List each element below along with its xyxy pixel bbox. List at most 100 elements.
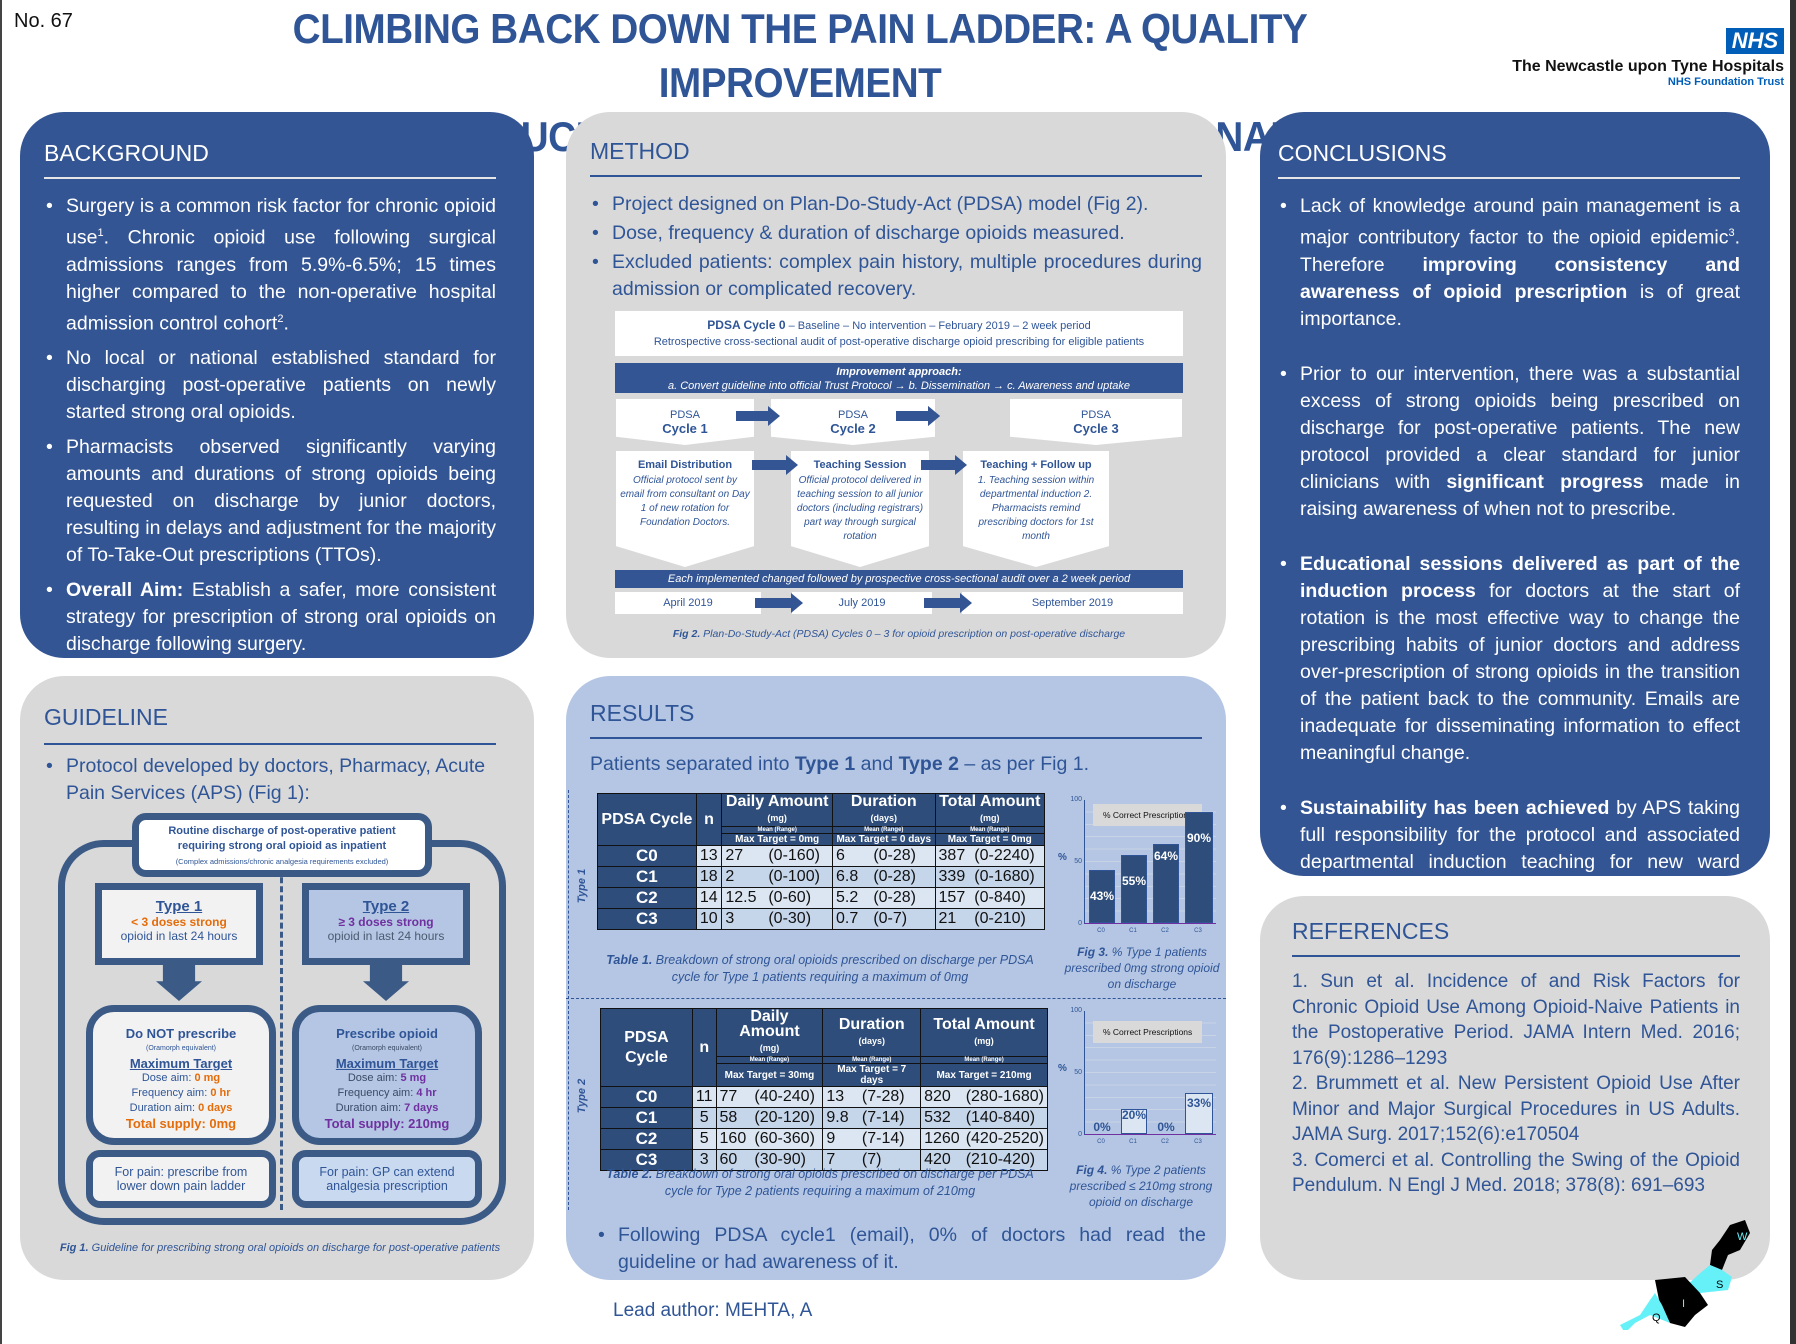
- text: Protocol developed by doctors, Pharmacy,…: [66, 755, 486, 804]
- type2-title: Type 2: [362, 898, 410, 915]
- text: Following PDSA cycle1 (email), 0% of doc…: [618, 1224, 1206, 1273]
- x-tick: C2: [1161, 928, 1169, 934]
- caption-text: Guideline for prescribing strong oral op…: [88, 1242, 501, 1254]
- guideline-heading: GUIDELINE: [44, 704, 496, 745]
- cell: C1: [600, 1107, 693, 1129]
- cell: 6: [832, 845, 871, 867]
- fig2-caption: Fig 2. Plan-Do-Study-Act (PDSA) Cycles 0…: [615, 626, 1183, 643]
- text-bold: Sustainability has been achieved: [1300, 796, 1610, 819]
- cell: 0.7: [832, 908, 871, 930]
- reference-item: 2. Brummett et al. New Persistent Opioid…: [1292, 1073, 1740, 1145]
- arrow-right-icon: [736, 406, 780, 426]
- text: Maximum Target: [335, 1056, 439, 1071]
- references-list: 1. Sun et al. Incidence of and Risk Fact…: [1292, 969, 1740, 1199]
- text: 7 days: [404, 1102, 439, 1114]
- text: Dose aim:: [141, 1072, 195, 1084]
- bar-label: 64%: [1154, 849, 1179, 864]
- x-tick: C1: [1129, 1139, 1137, 1145]
- cell: 10: [695, 908, 723, 930]
- freq-line: Frequency aim: 0 hr: [93, 1086, 269, 1101]
- method-list: Project designed on Plan-Do-Study-Act (P…: [590, 191, 1202, 303]
- dose-line: Dose aim: 5 mg: [299, 1071, 475, 1086]
- text: – Baseline – No intervention – February …: [785, 320, 1091, 332]
- x-tick: C0: [1097, 928, 1105, 934]
- text: (mg): [767, 813, 787, 823]
- th-daily: Daily Amount(mg): [715, 1008, 824, 1057]
- cell: 12.5: [721, 887, 766, 909]
- bar-label: 20%: [1122, 1108, 1147, 1123]
- type2-side-label: Type 2: [576, 1078, 589, 1114]
- conclusions-heading: CONCLUSIONS: [1278, 140, 1740, 179]
- th-duration: Duration(days): [832, 793, 936, 827]
- th-daily: Daily Amount(mg): [721, 793, 833, 827]
- caption-text: % Type 2 patients prescribed ≤ 210mg str…: [1069, 1163, 1213, 1209]
- table1-caption: Table 1. Breakdown of strong oral opioid…: [600, 952, 1040, 986]
- cell: C2: [597, 887, 697, 909]
- arrow-right-icon: [924, 593, 972, 613]
- th-mean: Mean (Range): [721, 826, 833, 834]
- results-table-2: PDSA Cycle n Daily Amount(mg) Duration(d…: [600, 1008, 1048, 1171]
- text: (days): [870, 813, 898, 823]
- y-axis-label: %: [1058, 852, 1067, 863]
- guideline-item: Protocol developed by doctors, Pharmacy,…: [44, 753, 496, 807]
- type2-box: Type 2 ≥ 3 doses strong opioid in last 2…: [302, 883, 470, 965]
- cell: (7-14): [858, 1128, 922, 1150]
- cell: (0-160): [765, 845, 834, 867]
- cell: 58: [715, 1107, 752, 1129]
- background-list: Surgery is a common risk factor for chro…: [44, 193, 496, 658]
- plot-area: % Correct Prescriptions 0% 20% 0% 33%: [1084, 1011, 1216, 1135]
- text: Total Amount: [933, 1015, 1035, 1033]
- citation: 2: [277, 312, 284, 325]
- region-map-icon: W S I Q: [1620, 1220, 1750, 1330]
- cell: (0-28): [870, 887, 936, 909]
- text: (mg): [980, 813, 1000, 823]
- method-heading: METHOD: [590, 138, 1202, 177]
- cell: 11: [691, 1086, 717, 1108]
- date-cycle2: July 2019: [792, 592, 932, 614]
- text: Dose aim:: [347, 1072, 401, 1084]
- dur-line: Duration aim: 7 days: [299, 1101, 475, 1116]
- results-heading: RESULTS: [590, 700, 1202, 739]
- cell: (0-2240): [971, 845, 1046, 867]
- x-tick: C1: [1129, 928, 1137, 934]
- text: .: [283, 312, 289, 334]
- text: (mg): [974, 1035, 994, 1046]
- cell: 13: [695, 845, 723, 867]
- text: Official protocol sent by email from con…: [620, 475, 750, 528]
- cell: (7-28): [858, 1086, 922, 1108]
- x-tick: C3: [1194, 1139, 1202, 1145]
- text: Cycle 3: [1073, 421, 1119, 436]
- type1-title: Type 1: [155, 898, 203, 915]
- text: a. Convert guideline into official Trust…: [667, 380, 1131, 392]
- cell: 5.2: [832, 887, 871, 909]
- text: . Therefore: [1300, 226, 1740, 276]
- results-intro: Patients separated into Type 1 and Type …: [590, 753, 1202, 776]
- text: Duration: [838, 1015, 905, 1033]
- cell: 157: [934, 887, 972, 909]
- text: made in raising awareness of when not to…: [1300, 470, 1740, 520]
- th-total: Total Amount (mg): [920, 1008, 1048, 1057]
- bar-label: 0%: [1093, 1120, 1111, 1134]
- caption-label: Fig 1.: [59, 1242, 89, 1254]
- trust-name-main: The Newcastle upon Tyne Hospitals: [1512, 58, 1784, 75]
- bar-label: 90%: [1186, 831, 1212, 846]
- results-side-line: [568, 790, 569, 1210]
- text: 4 hr: [416, 1087, 437, 1099]
- cell: (20-120): [751, 1107, 824, 1129]
- text: 0 mg: [194, 1072, 221, 1084]
- cell: 9.8: [822, 1107, 859, 1129]
- citation: 3: [1728, 227, 1735, 239]
- text: Pharmacists observed significantly varyi…: [66, 436, 496, 566]
- bar-c0: 43%: [1089, 870, 1115, 923]
- th-mean: Mean (Range): [920, 1056, 1048, 1064]
- arrow-right-icon: [755, 593, 803, 613]
- cell: 532: [920, 1107, 963, 1129]
- cell: 77: [715, 1086, 752, 1108]
- text: PDSA: [838, 409, 868, 421]
- type2-sub: opioid in last 24 hours: [327, 929, 445, 943]
- map-label: S: [1716, 1279, 1723, 1291]
- cell: 2: [721, 866, 766, 888]
- dur-line: Duration aim: 0 days: [93, 1101, 269, 1116]
- text-bold: Educational sessions delivered as part o…: [1300, 552, 1740, 602]
